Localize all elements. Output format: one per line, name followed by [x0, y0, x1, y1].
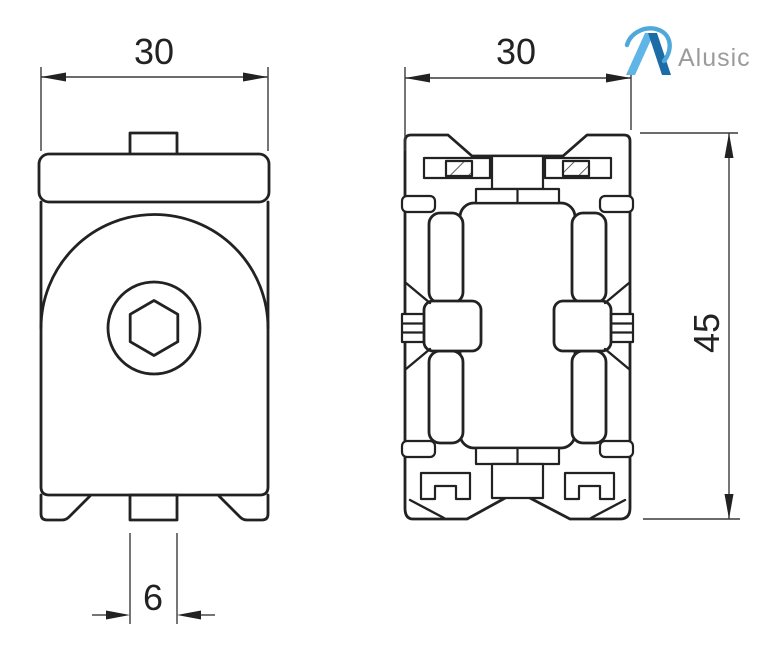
- logo-text: Alusic: [678, 44, 751, 72]
- top-slot-right-insert: [561, 159, 591, 178]
- chamfer-line: [404, 347, 432, 371]
- arrowhead-up-icon: [724, 133, 734, 158]
- side-slit-top-left: [400, 194, 437, 214]
- foot-chamfer-line: [408, 498, 446, 520]
- arrowhead-left-icon: [405, 73, 430, 83]
- arrowhead-right-icon: [606, 73, 631, 83]
- wall-lobe-upper-right: [570, 211, 608, 305]
- dimension-label-section-height: 45: [686, 313, 727, 353]
- dimension-tab-width: 6: [92, 533, 215, 624]
- top-tab: [128, 131, 179, 157]
- foot-left: [39, 493, 92, 522]
- arrowhead-left-icon: [106, 610, 130, 620]
- wall-lobe-upper-left: [427, 211, 465, 305]
- hex-socket-icon: [128, 299, 180, 357]
- top-slot-left-insert: [444, 159, 474, 178]
- foot-center-tab: [128, 493, 179, 522]
- wall-lobe-lower-right: [570, 349, 608, 445]
- arrowhead-right-icon: [177, 610, 201, 620]
- section-view: [400, 133, 635, 521]
- alusic-logo: Alusic: [624, 26, 751, 75]
- dimension-label-section-width: 30: [496, 31, 536, 72]
- side-slit-top-right: [598, 194, 635, 214]
- logo-left-stroke: [626, 33, 654, 75]
- mid-tab-left: [422, 299, 483, 353]
- boss-arc: [39, 213, 270, 330]
- foot-cutout-right: [563, 471, 616, 501]
- cap-plate: [37, 152, 271, 204]
- screw-head-circle: [106, 280, 202, 376]
- foot-cutout-left: [419, 471, 472, 501]
- dimension-front-width: 30: [40, 31, 269, 151]
- top-channel: [490, 154, 545, 191]
- dimension-section-width: 30: [404, 31, 632, 151]
- wall-lobe-lower-left: [427, 349, 465, 445]
- dimension-section-height: 45: [640, 132, 740, 520]
- arrowhead-left-icon: [41, 72, 66, 82]
- foot-chamfer-line: [589, 498, 627, 520]
- chamfer-line: [404, 281, 432, 305]
- front-view: [37, 131, 271, 522]
- side-slit-bottom-left: [400, 439, 437, 459]
- chamfer-line: [603, 347, 631, 371]
- chamfer-line: [603, 281, 631, 305]
- dimension-label-tab-width: 6: [143, 577, 163, 618]
- logo-right-stroke: [648, 33, 671, 75]
- arrowhead-down-icon: [724, 494, 734, 519]
- arrowhead-right-icon: [243, 72, 268, 82]
- bottom-channel: [490, 462, 545, 500]
- mid-tab-right: [552, 299, 613, 353]
- logo-swoosh: [624, 26, 672, 64]
- alusic-logo-icon: [624, 26, 672, 75]
- foot-right: [217, 493, 270, 522]
- side-slit-bottom-right: [598, 439, 635, 459]
- dimension-label-front-width: 30: [134, 31, 174, 72]
